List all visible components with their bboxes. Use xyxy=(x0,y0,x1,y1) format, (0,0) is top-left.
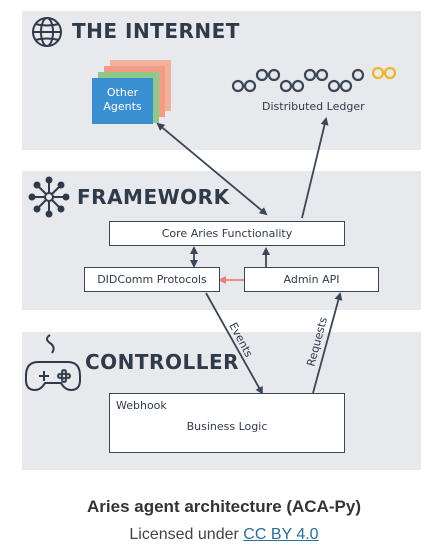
internet-title: THE INTERNET xyxy=(72,19,240,43)
agents-core-arrow xyxy=(156,122,268,216)
business-logic-label: Business Logic xyxy=(186,419,268,433)
requests-arrow xyxy=(312,292,343,394)
license-link[interactable]: CC BY 4.0 xyxy=(243,526,319,543)
other-agents-stack xyxy=(92,60,171,124)
business-logic-box: Webhook Business Logic xyxy=(109,393,345,453)
ledger-chain-icon xyxy=(231,66,397,93)
license-prefix: Licensed under xyxy=(129,526,239,543)
framework-icon xyxy=(28,176,70,218)
events-label: Events xyxy=(226,320,255,359)
events-arrow xyxy=(205,292,263,395)
admin-api-box: Admin API xyxy=(244,267,379,292)
other-agents-label: Other Agents xyxy=(103,86,142,113)
license-line: Licensed under CC BY 4.0 xyxy=(0,526,448,544)
globe-icon xyxy=(32,17,62,47)
controller-title: CONTROLLER xyxy=(85,350,240,374)
figure-caption: Aries agent architecture (ACA-Py) xyxy=(87,497,361,516)
core-functionality-box: Core Aries Functionality xyxy=(109,221,345,246)
webhook-label: Webhook xyxy=(116,399,167,412)
gamepad-icon xyxy=(25,334,81,392)
didcomm-protocols-box: DIDComm Protocols xyxy=(84,267,220,292)
core-ledger-arrow xyxy=(301,117,329,219)
ledger-label: Distributed Ledger xyxy=(262,100,365,113)
